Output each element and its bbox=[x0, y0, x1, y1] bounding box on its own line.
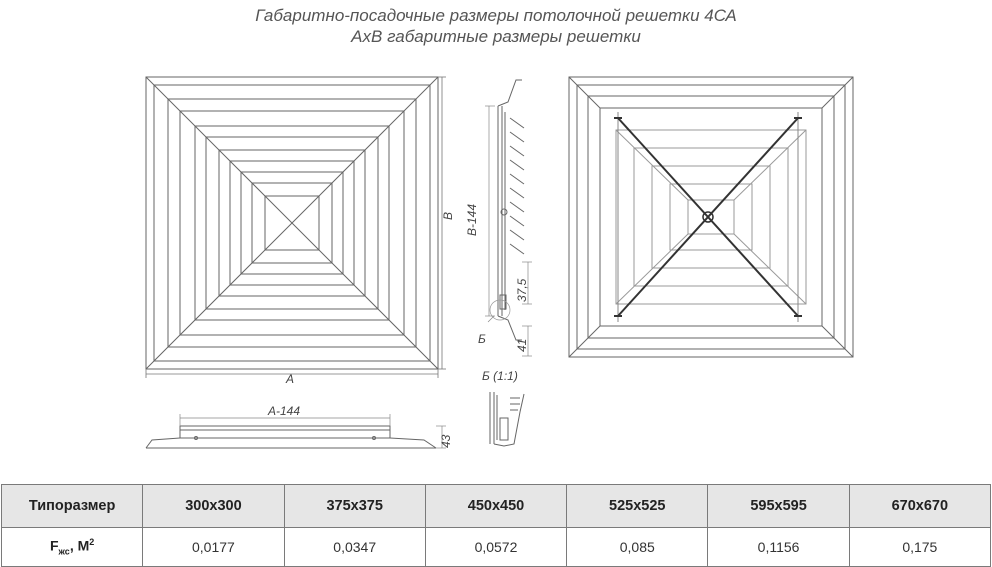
table-row: Fжс, M2 0,0177 0,0347 0,0572 0,085 0,115… bbox=[0, 527, 992, 567]
title-line-2: АхВ габаритные размеры решетки bbox=[351, 27, 641, 46]
bottom-profile-view bbox=[145, 414, 446, 449]
rear-outer-frame bbox=[568, 76, 854, 358]
dim-a144-label: A-144 bbox=[267, 404, 300, 418]
table-cell: 0,0177 bbox=[142, 527, 285, 567]
table-header-cell: 300x300 bbox=[142, 484, 285, 528]
table-header-cell: 525x525 bbox=[566, 484, 709, 528]
front-view-grille bbox=[145, 76, 439, 370]
table-header-cell: 450x450 bbox=[424, 484, 568, 528]
table-cell: 0,085 bbox=[566, 527, 709, 567]
dim-a-label: A bbox=[285, 372, 294, 386]
table-header-label: Типоразмер bbox=[0, 484, 144, 528]
side-section-view bbox=[485, 79, 532, 357]
detail-view bbox=[489, 392, 525, 447]
detail-title: Б (1:1) bbox=[482, 369, 518, 383]
dim-43-label: 43 bbox=[439, 434, 453, 448]
technical-drawing: A B A-144 43 bbox=[145, 76, 854, 449]
dim-b144-label: B-144 bbox=[465, 204, 479, 236]
dim-37-5-label: 37,5 bbox=[515, 278, 529, 302]
outer-frame bbox=[145, 76, 439, 370]
dim-41-label: 41 bbox=[515, 339, 529, 352]
dim-b-label: B bbox=[441, 212, 455, 220]
rear-view-grille bbox=[568, 76, 854, 358]
table-row-label: Fжс, M2 bbox=[0, 527, 144, 567]
table-cell: 0,1156 bbox=[707, 527, 850, 567]
callout-label: Б bbox=[478, 332, 486, 346]
table-header-cell: 595x595 bbox=[707, 484, 850, 528]
table-header-cell: 670x670 bbox=[848, 484, 992, 528]
cross-brace bbox=[614, 117, 802, 317]
table-cell: 0,175 bbox=[848, 527, 992, 567]
title-line-1: Габаритно-посадочные размеры потолочной … bbox=[255, 6, 737, 25]
table-cell: 0,0572 bbox=[424, 527, 568, 567]
center-bolt bbox=[702, 211, 714, 223]
table-header-cell: 375x375 bbox=[283, 484, 426, 528]
table-header-row: Типоразмер 300x300 375x375 450x450 525x5… bbox=[0, 484, 992, 528]
size-table: Типоразмер 300x300 375x375 450x450 525x5… bbox=[0, 484, 992, 567]
table-cell: 0,0347 bbox=[283, 527, 426, 567]
